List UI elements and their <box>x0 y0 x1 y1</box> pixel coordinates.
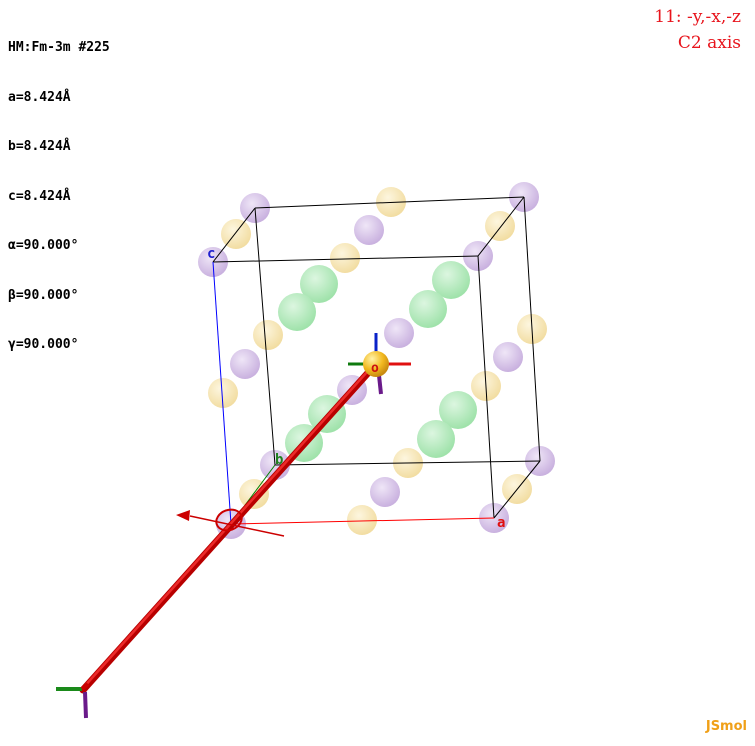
atom-green <box>300 265 338 303</box>
rotation-tangent <box>189 515 285 537</box>
atom-green <box>409 290 447 328</box>
cell-edge <box>477 196 525 257</box>
atom-green <box>432 261 470 299</box>
atom-purple <box>370 477 400 507</box>
c-axis-label: c <box>207 246 215 262</box>
rotation-arrowhead <box>176 510 190 521</box>
a-axis-line <box>230 517 495 525</box>
cell-beta-angle: β=90.000° <box>8 287 79 303</box>
atom-yellow <box>330 243 360 273</box>
rotation-indicator <box>176 508 285 537</box>
a-axis-label: a <box>497 515 505 531</box>
atom-purple <box>354 215 384 245</box>
cell-a-length: a=8.424Å <box>8 89 71 105</box>
cell-edge <box>274 460 541 466</box>
unit-cell-box <box>212 196 541 519</box>
cell-alpha-angle: α=90.000° <box>8 238 79 253</box>
unit-cell-info: HM:Fm-3m #225 a=8.424Å b=8.424Å c=8.424Å… <box>8 7 110 387</box>
origin-label: o <box>371 361 379 376</box>
atom-purple <box>493 342 523 372</box>
cell-edge <box>477 255 495 519</box>
symmetry-element-label: C2 axis <box>677 33 741 53</box>
atom-purple <box>230 349 260 379</box>
cell-edge <box>212 255 479 263</box>
b-axis-label: b <box>275 452 283 468</box>
atom-green <box>417 420 455 458</box>
atom-yellow <box>221 219 251 249</box>
space-group-label: HM:Fm-3m #225 <box>8 40 110 55</box>
atoms-green <box>278 261 477 462</box>
atom-green <box>439 391 477 429</box>
cell-edge <box>523 196 541 462</box>
cell-edge <box>254 207 276 466</box>
axis-gizmo-bottom <box>56 682 90 719</box>
c2-axis-rod <box>79 360 380 694</box>
cell-b-length: b=8.424Å <box>8 139 71 154</box>
atom-yellow <box>208 378 238 408</box>
cell-edge <box>254 196 525 209</box>
gizmo-a-arm <box>80 682 90 691</box>
jsmol-logo[interactable]: JSmol <box>705 719 747 734</box>
atom-purple <box>384 318 414 348</box>
cell-edge <box>212 207 256 263</box>
atom-green <box>278 293 316 331</box>
rotation-circle <box>215 508 243 532</box>
atom-yellow <box>347 505 377 535</box>
cell-gamma-angle: γ=90.000° <box>8 337 79 352</box>
gizmo-c-arm <box>83 691 88 719</box>
atom-yellow <box>253 320 283 350</box>
symmetry-operation-label: 11: -y,-x,-z <box>654 7 741 27</box>
highlighted-atom[interactable] <box>363 351 389 377</box>
highlighted-atom-group[interactable]: o <box>348 333 411 395</box>
cell-edge <box>493 460 541 519</box>
c2-symmetry-axis <box>79 360 380 694</box>
atom-yellow <box>485 211 515 241</box>
c-axis-line <box>212 261 232 525</box>
cell-c-length: c=8.424Å <box>8 188 71 204</box>
symmetry-operation-info: 11: -y,-x,-z C2 axis <box>654 4 741 56</box>
